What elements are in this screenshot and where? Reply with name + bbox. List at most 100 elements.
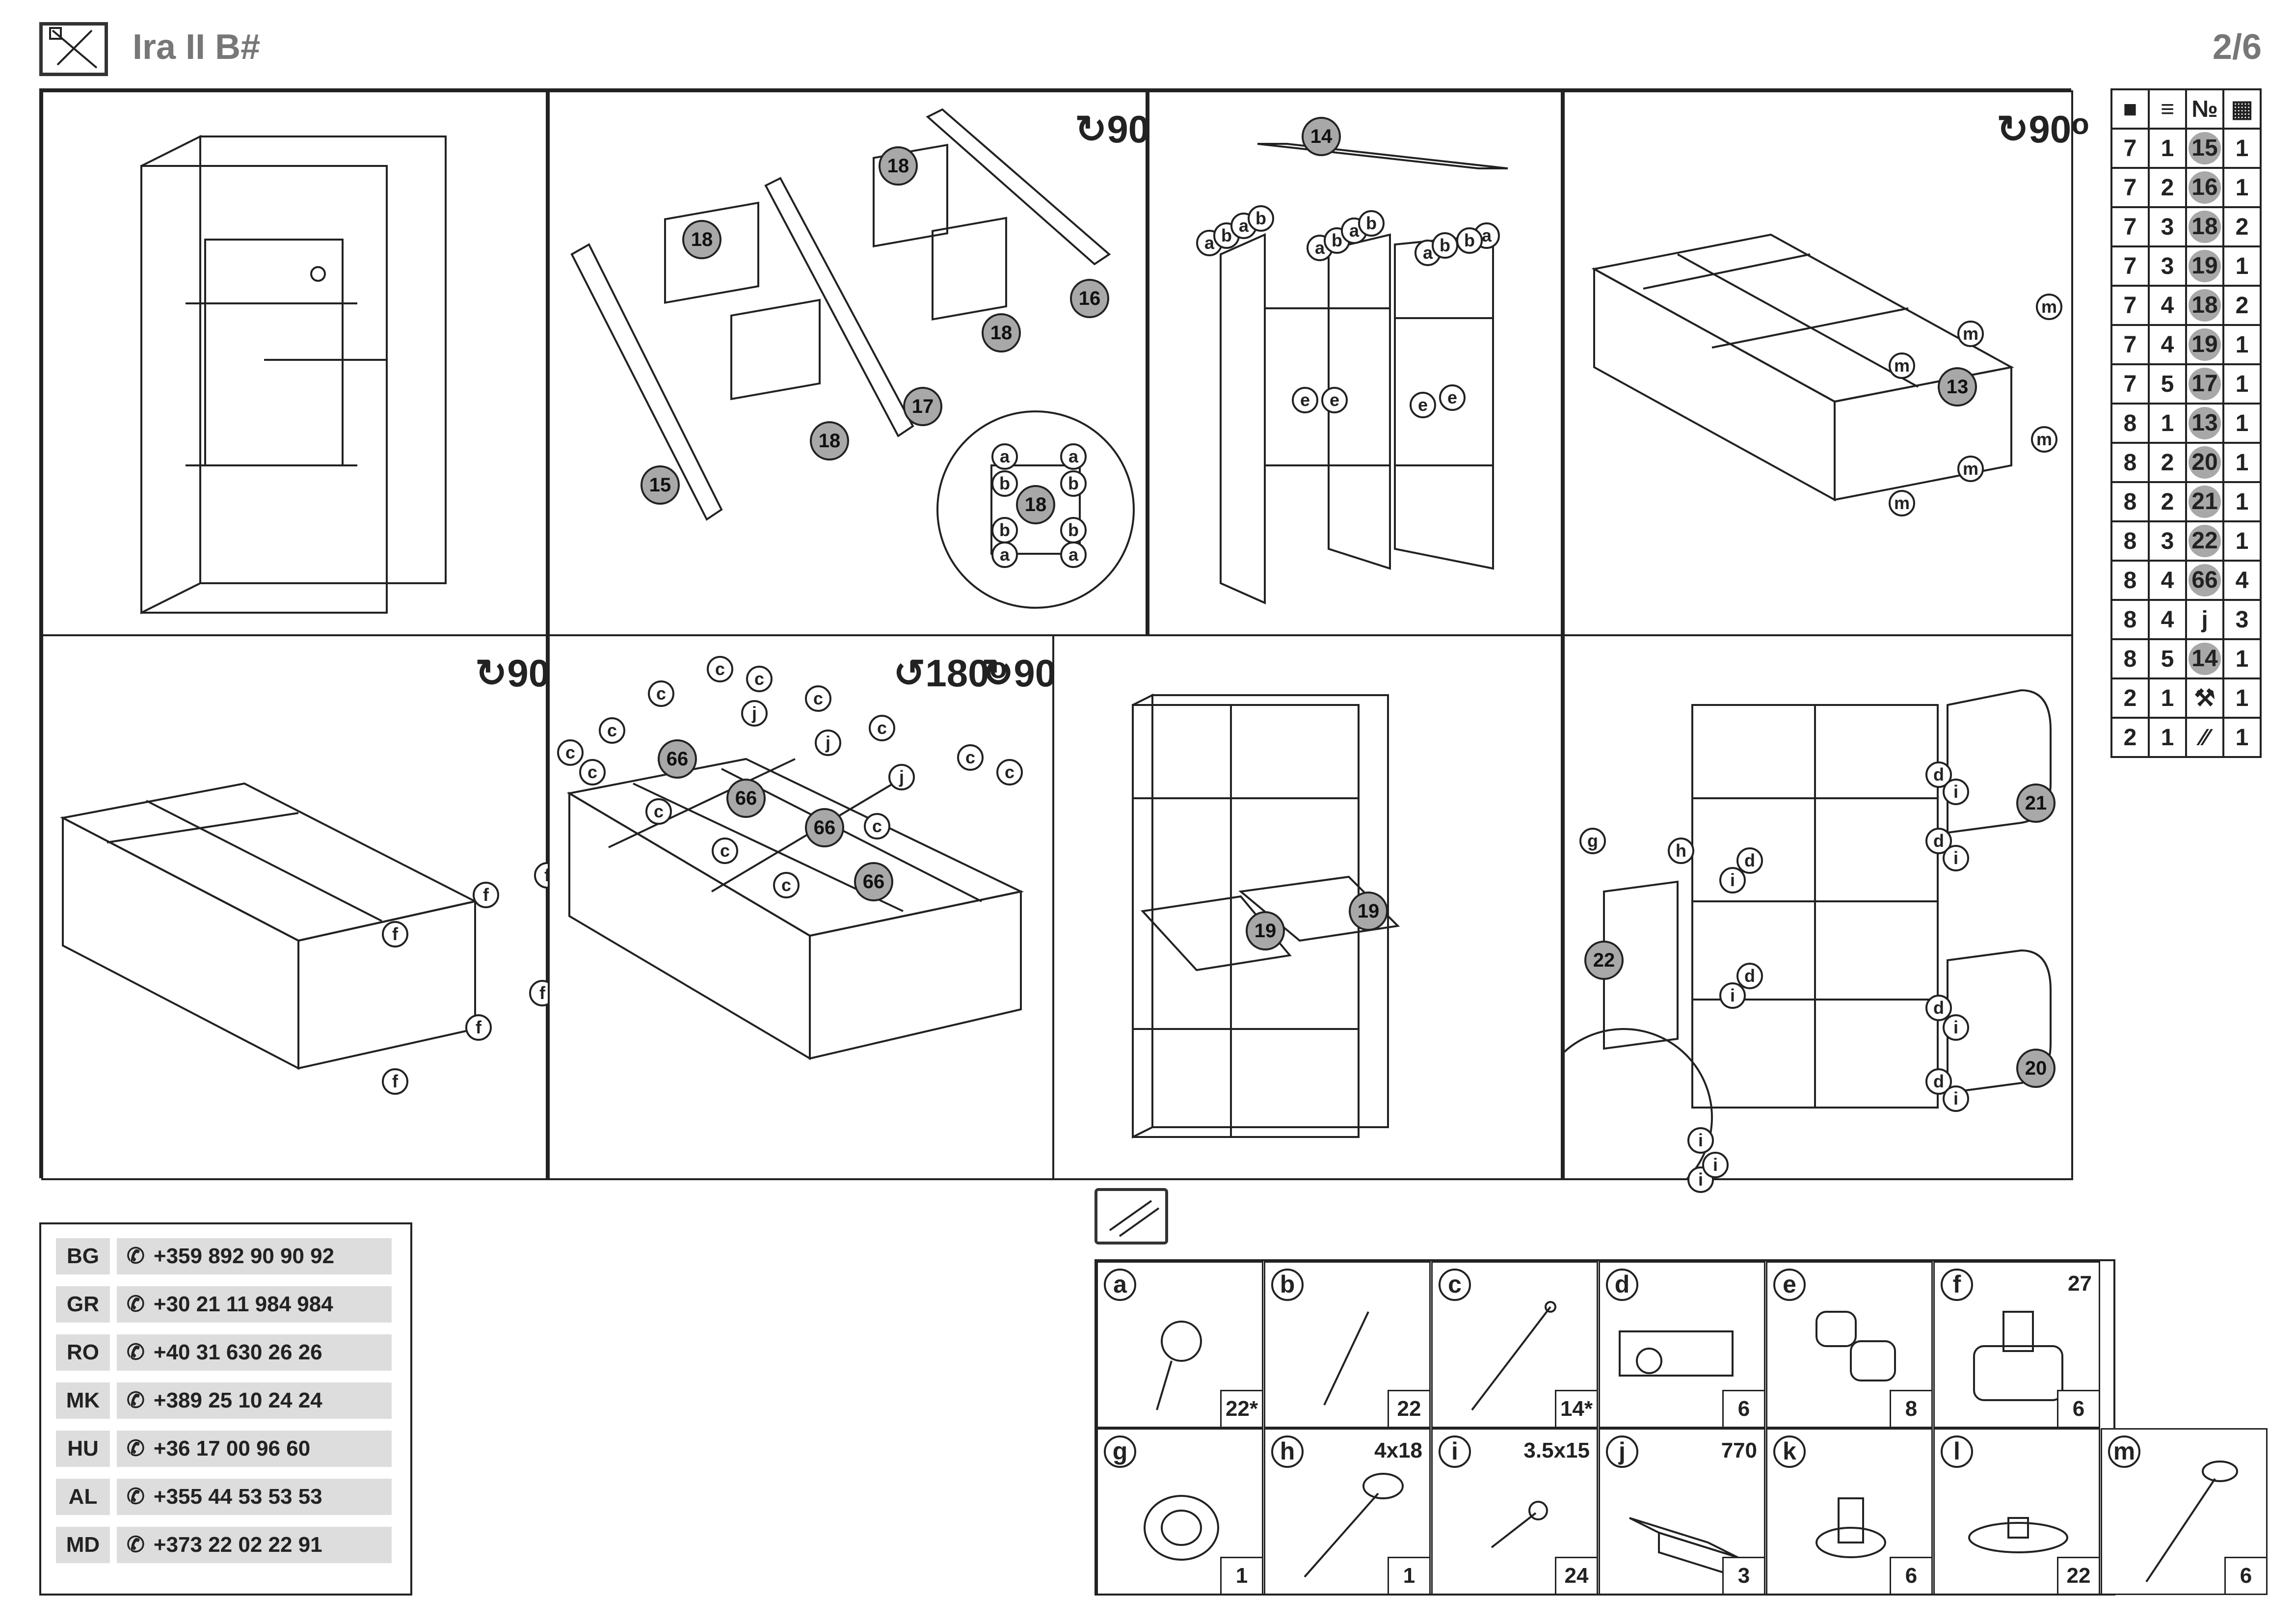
step-1-panel [41, 90, 548, 636]
fitting-a-icon [1156, 1321, 1202, 1410]
stack-cell: 3 [2148, 206, 2187, 247]
stack-cell: 2 [2148, 442, 2187, 483]
screw-i-label: i [1943, 1014, 1969, 1041]
part-18-callout: 18 [810, 421, 849, 460]
stack-cell: 4 [2148, 560, 2187, 601]
wrench-screwdriver-icon [49, 27, 98, 69]
fitting-c-icon [1471, 1301, 1556, 1411]
stack-cell: 1 [2148, 677, 2187, 719]
screw-c-label: c [996, 759, 1023, 785]
hardware-qty: 22 [1388, 1390, 1429, 1427]
hardware-icon: ∕∕ [2200, 724, 2209, 751]
back-slats-drawing [566, 758, 1024, 1060]
part-14-callout: 14 [1302, 117, 1341, 156]
fitting-e-label: e [1292, 387, 1318, 413]
phone-number-text: +40 31 630 26 26 [153, 1340, 322, 1364]
box-cell: 7 [2110, 167, 2150, 208]
part-18-callout: 18 [682, 220, 721, 259]
hardware-cell-b: b 22 [1264, 1261, 1431, 1428]
hardware-letter: m [2108, 1435, 2140, 1468]
foot-f-label: f [465, 1014, 492, 1041]
qty-cell: 1 [2222, 481, 2262, 522]
screw-c-label: c [805, 685, 831, 712]
screw-c-label: c [957, 744, 984, 771]
fitting-l-icon [1968, 1517, 2068, 1553]
box-cell: 8 [2110, 520, 2150, 562]
box-cell: 8 [2110, 442, 2150, 483]
stack-cell: 1 [2148, 128, 2187, 169]
hardware-qty: 6 [1722, 1390, 1764, 1427]
part-number-cell: 13 [2185, 403, 2224, 444]
fitting-b-label: b [991, 517, 1018, 543]
qty-cell: 1 [2222, 403, 2262, 444]
fitting-m-label: m [1957, 456, 1984, 482]
screw-c-label: c [648, 680, 674, 707]
screw-c-label: c [746, 666, 773, 692]
fitting-h-icon [1304, 1473, 1404, 1578]
phone-icon: ✆ [127, 1388, 145, 1412]
fitting-m-label: m [1889, 352, 1915, 379]
phone-icon: ✆ [127, 1340, 145, 1364]
part-19-callout: 19 [1349, 892, 1388, 931]
hinge-d-label: d [1925, 828, 1952, 854]
hinge-d-label: d [1925, 761, 1952, 788]
phone-number[interactable]: ✆+355 44 53 53 53 [117, 1479, 392, 1515]
part-66-callout: 66 [805, 808, 844, 847]
phone-row: BG✆+359 892 90 90 92 [56, 1238, 396, 1274]
screw-h-label: h [1668, 838, 1694, 864]
fitting-b-label: b [1456, 227, 1483, 254]
step-7-panel: 19 19 [1052, 634, 1563, 1180]
fitting-a-label: a [1060, 541, 1087, 568]
screw-c-label: c [599, 717, 625, 744]
hardware-qty: 6 [2224, 1557, 2266, 1594]
step-8-panel: 21 22 20 g h d i d i d i d i d i d i i i… [1534, 634, 2073, 1207]
stack-cell: 1 [2148, 717, 2187, 758]
phone-number[interactable]: ✆+373 22 02 22 91 [117, 1527, 392, 1563]
hardware-letter: b [1271, 1269, 1304, 1301]
screw-c-label: c [579, 759, 606, 785]
part-number-cell: 18 [2185, 285, 2224, 326]
hardware-letter: e [1773, 1269, 1806, 1301]
fitting-m-label: m [1957, 321, 1984, 347]
stack-cell: 5 [2148, 363, 2187, 405]
box-cell: 8 [2110, 638, 2150, 679]
fitting-b-label: b [1060, 517, 1087, 543]
part-21-callout: 21 [2016, 784, 2056, 823]
part-number-cell: ∕∕ [2185, 717, 2224, 758]
hardware-letter: k [1773, 1435, 1806, 1468]
phone-number[interactable]: ✆+30 21 11 984 984 [117, 1286, 392, 1323]
phone-number[interactable]: ✆+389 25 10 24 24 [117, 1382, 392, 1419]
phone-number-text: +355 44 53 53 53 [153, 1485, 322, 1509]
fitting-b-icon [1323, 1311, 1369, 1406]
phone-number[interactable]: ✆+359 892 90 90 92 [117, 1238, 392, 1274]
fitting-f-icon [1973, 1311, 2063, 1401]
page-number: 2/6 [2212, 27, 2262, 67]
tools-icon [39, 22, 108, 76]
fitting-i-icon [1491, 1501, 1548, 1548]
part-number-cell: ⚒ [2185, 677, 2224, 719]
box-cell: 2 [2110, 717, 2150, 758]
box-cell: 7 [2110, 324, 2150, 365]
phone-number[interactable]: ✆+36 17 00 96 60 [117, 1431, 392, 1467]
hardware-qty: 3 [1722, 1557, 1764, 1594]
fitting-e-label: e [1410, 392, 1436, 418]
qty-cell: 1 [2222, 167, 2262, 208]
phone-row: HU✆+36 17 00 96 60 [56, 1431, 396, 1467]
part-16-callout: 16 [1070, 279, 1109, 318]
part-number-cell: 66 [2185, 560, 2224, 601]
fitting-k-icon [1815, 1497, 1886, 1558]
box-cell: 7 [2110, 206, 2150, 247]
part-17-callout: 17 [903, 387, 942, 426]
phone-number[interactable]: ✆ +40 31 630 26 26 [117, 1334, 392, 1371]
hardware-letter: g [1104, 1435, 1136, 1468]
phone-row: MK✆+389 25 10 24 24 [56, 1382, 396, 1419]
